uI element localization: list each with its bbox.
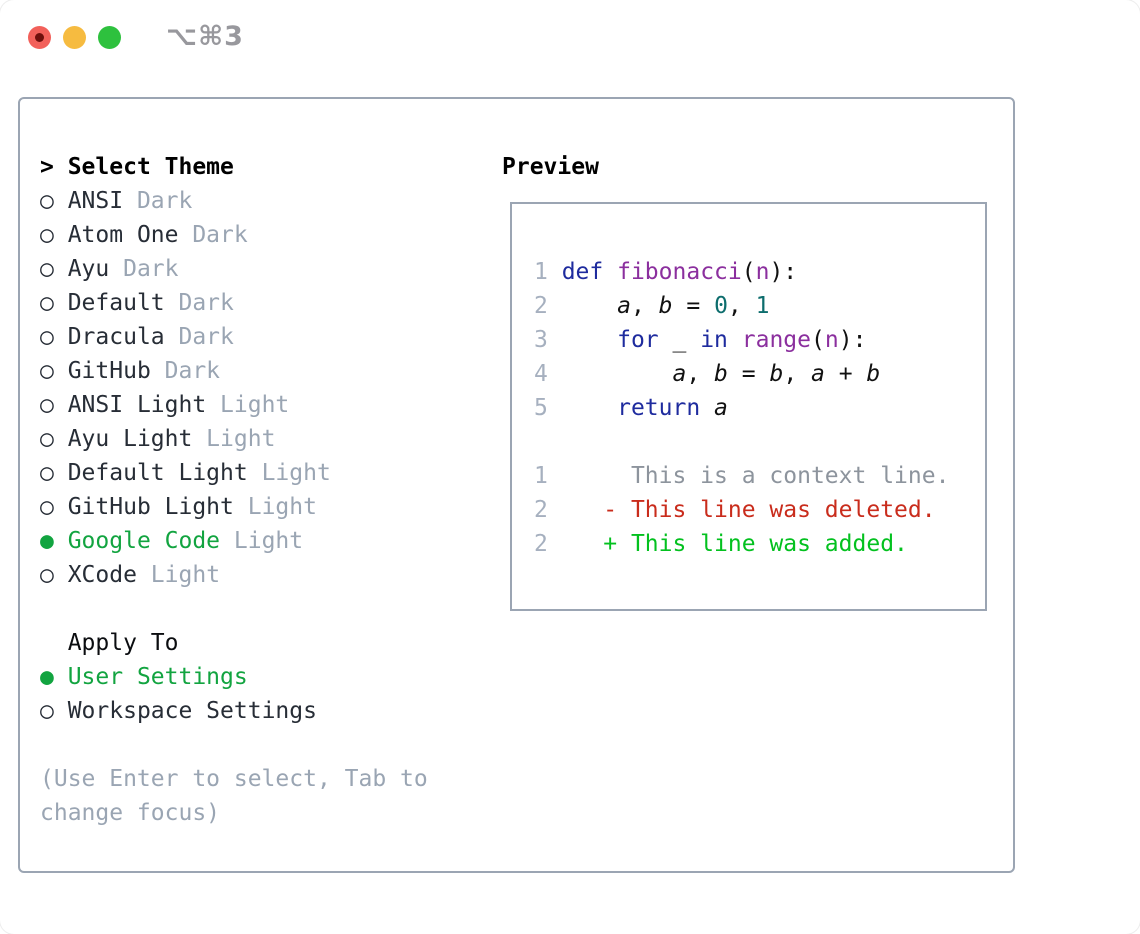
radio-unselected-icon: ○ xyxy=(40,392,68,418)
zoom-button[interactable] xyxy=(98,26,121,49)
close-dot-icon xyxy=(35,33,44,42)
radio-selected-icon: ● xyxy=(40,664,68,690)
theme-option-atom-one-dark[interactable]: ○ Atom One Dark xyxy=(40,218,428,252)
apply-option-label: User Settings xyxy=(67,664,248,690)
minimize-button[interactable] xyxy=(63,26,86,49)
radio-unselected-icon: ○ xyxy=(40,426,68,452)
theme-name: GitHub xyxy=(67,358,151,384)
preview-line-2: 2 a, b = 0, 1 xyxy=(534,293,770,319)
apply-to-header: Apply To xyxy=(40,626,428,660)
theme-picker-panel: > Select Theme○ ANSI Dark○ Atom One Dark… xyxy=(18,97,1015,873)
radio-unselected-icon: ○ xyxy=(40,188,68,214)
theme-option-ayu-dark[interactable]: ○ Ayu Dark xyxy=(40,252,428,286)
theme-name: Dracula xyxy=(67,324,165,350)
theme-name: Atom One xyxy=(67,222,179,248)
theme-name: Default xyxy=(67,290,165,316)
theme-variant: Light xyxy=(136,562,221,588)
theme-name: Google Code xyxy=(67,528,221,554)
radio-unselected-icon: ○ xyxy=(40,222,68,248)
preview-line-3: 3 for _ in range(n): xyxy=(534,327,867,353)
help-text-line-1: (Use Enter to select, Tab to xyxy=(40,762,428,796)
theme-variant: Dark xyxy=(164,324,234,350)
preview-line-8: 2 - This line was deleted. xyxy=(534,497,936,523)
theme-name: ANSI Light xyxy=(67,392,207,418)
select-theme-header: > Select Theme xyxy=(40,150,428,184)
apply-to-title: Apply To xyxy=(40,630,179,656)
radio-unselected-icon: ○ xyxy=(40,256,68,282)
window-title: ⌥⌘3 xyxy=(166,21,244,52)
help-text-line-2: change focus) xyxy=(40,796,428,830)
theme-variant: Light xyxy=(220,528,304,554)
select-theme-title: Select Theme xyxy=(67,154,234,180)
help-text: (Use Enter to select, Tab to xyxy=(40,766,428,792)
theme-variant: Light xyxy=(233,494,317,520)
theme-variant: Dark xyxy=(123,188,193,214)
theme-name: ANSI xyxy=(67,188,124,214)
close-button[interactable] xyxy=(28,26,51,49)
radio-unselected-icon: ○ xyxy=(40,358,68,384)
theme-variant: Dark xyxy=(150,358,221,384)
apply-option-user-settings[interactable]: ● User Settings xyxy=(40,660,428,694)
radio-unselected-icon: ○ xyxy=(40,460,68,486)
theme-name: Ayu xyxy=(67,256,110,282)
preview-line-9: 2 + This line was added. xyxy=(534,531,908,557)
radio-unselected-icon: ○ xyxy=(40,698,68,724)
theme-option-github-dark[interactable]: ○ GitHub Dark xyxy=(40,354,428,388)
help-text: change focus) xyxy=(40,800,221,826)
preview-line-5: 5 return a xyxy=(534,395,728,421)
radio-unselected-icon: ○ xyxy=(40,494,68,520)
theme-variant: Dark xyxy=(178,222,248,248)
theme-variant: Dark xyxy=(164,290,234,316)
theme-name: GitHub Light xyxy=(67,494,234,520)
prompt-cursor-icon: > xyxy=(40,154,68,180)
apply-option-workspace-settings[interactable]: ○ Workspace Settings xyxy=(40,694,428,728)
theme-name: Ayu Light xyxy=(67,426,193,452)
theme-option-dracula-dark[interactable]: ○ Dracula Dark xyxy=(40,320,428,354)
radio-selected-icon: ● xyxy=(40,528,68,554)
spacer xyxy=(40,592,428,626)
spacer xyxy=(40,728,428,762)
spacer xyxy=(534,425,985,459)
theme-name: XCode xyxy=(67,562,137,588)
preview-line-1: 1 def fibonacci(n): xyxy=(534,259,798,285)
theme-option-default-light-light[interactable]: ○ Default Light Light xyxy=(40,456,428,490)
preview-line-7: 1 This is a context line. xyxy=(534,463,950,489)
theme-option-google-code-light[interactable]: ● Google Code Light xyxy=(40,524,428,558)
theme-option-github-light-light[interactable]: ○ GitHub Light Light xyxy=(40,490,428,524)
radio-unselected-icon: ○ xyxy=(40,324,68,350)
theme-variant: Light xyxy=(206,392,290,418)
preview-heading: Preview xyxy=(502,154,599,180)
theme-variant: Light xyxy=(192,426,276,452)
theme-option-ayu-light-light[interactable]: ○ Ayu Light Light xyxy=(40,422,428,456)
theme-list: > Select Theme○ ANSI Dark○ Atom One Dark… xyxy=(40,150,428,830)
theme-variant: Dark xyxy=(109,256,179,282)
theme-option-ansi-dark[interactable]: ○ ANSI Dark xyxy=(40,184,428,218)
theme-variant: Light xyxy=(247,460,331,486)
theme-option-default-dark[interactable]: ○ Default Dark xyxy=(40,286,428,320)
radio-unselected-icon: ○ xyxy=(40,562,68,588)
apply-option-label: Workspace Settings xyxy=(67,698,317,724)
theme-option-xcode-light[interactable]: ○ XCode Light xyxy=(40,558,428,592)
titlebar: ⌥⌘3 xyxy=(0,0,1140,72)
preview-line-4: 4 a, b = b, a + b xyxy=(534,361,881,387)
theme-option-ansi-light-light[interactable]: ○ ANSI Light Light xyxy=(40,388,428,422)
theme-name: Default Light xyxy=(67,460,248,486)
preview-box: 1 def fibonacci(n): 2 a, b = 0, 1 3 for _ … xyxy=(510,202,987,611)
radio-unselected-icon: ○ xyxy=(40,290,68,316)
